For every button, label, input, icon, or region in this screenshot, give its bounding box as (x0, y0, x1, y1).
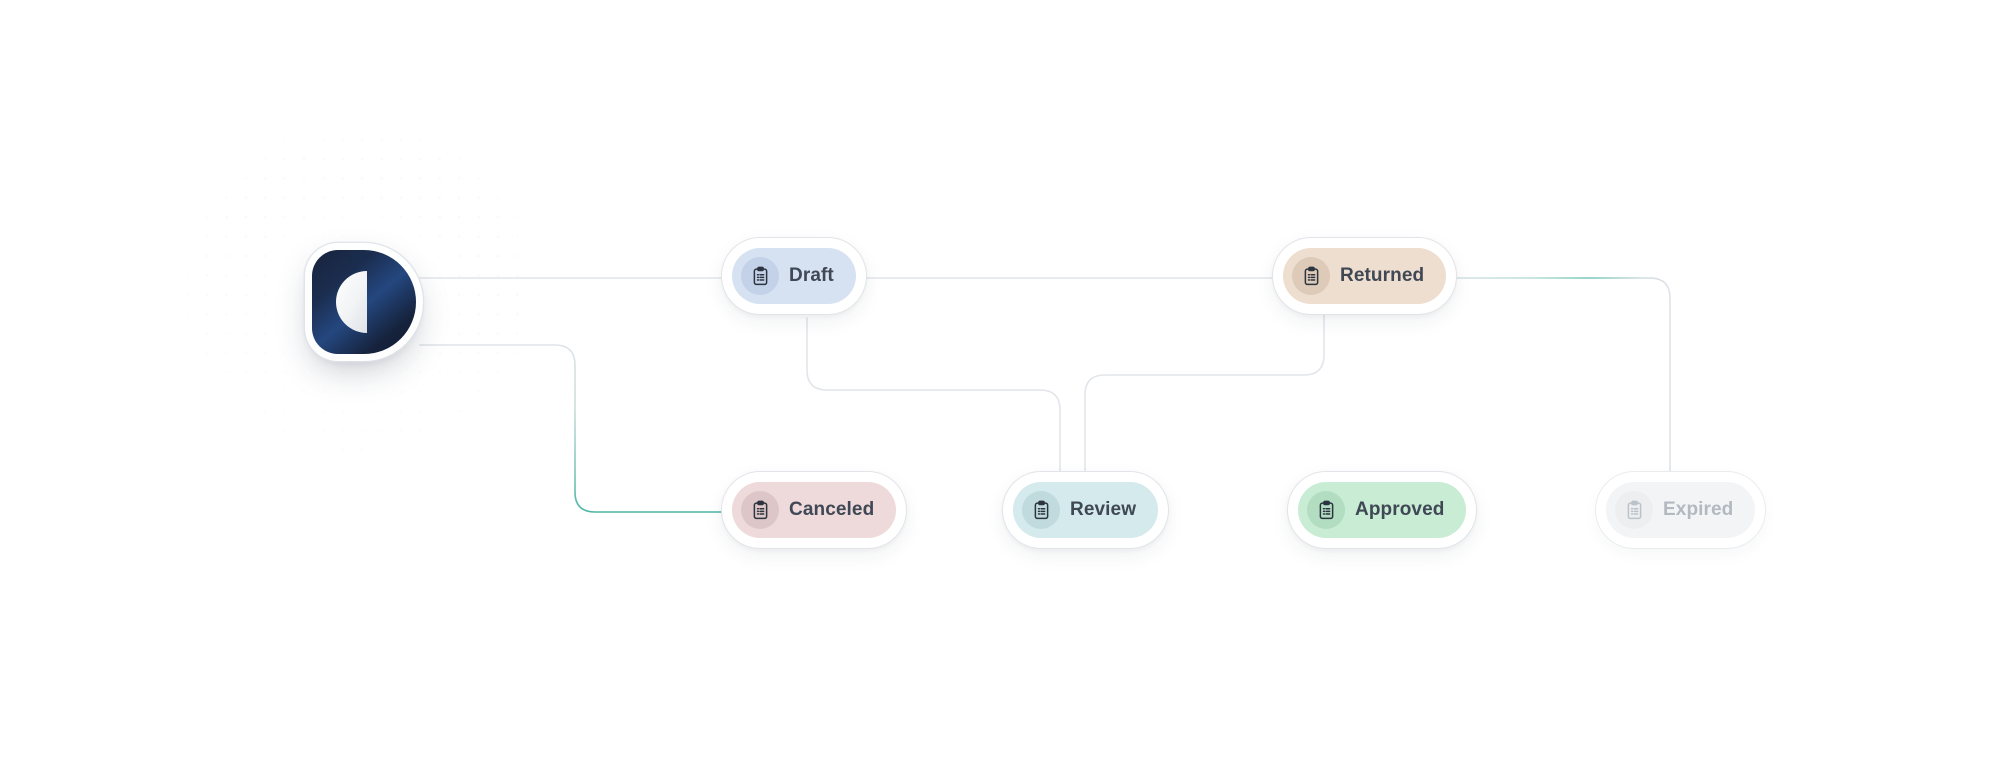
clipboard-icon (1292, 257, 1330, 295)
node-canceled-label: Canceled (789, 499, 875, 520)
edge-returned-expired (1433, 277, 1671, 483)
node-approved-body: Approved (1298, 482, 1467, 538)
clipboard-icon (1615, 491, 1653, 529)
node-review-label: Review (1070, 499, 1137, 520)
node-review-body: Review (1013, 482, 1159, 538)
node-approved-label: Approved (1355, 499, 1445, 520)
logo-crescent-shape (336, 271, 367, 333)
node-returned-body: Returned (1283, 248, 1447, 304)
node-returned[interactable]: Returned (1273, 238, 1457, 314)
node-review[interactable]: Review (1003, 472, 1169, 548)
node-approved[interactable]: Approved (1288, 472, 1477, 548)
node-expired-body: Expired (1606, 482, 1756, 538)
node-draft-body: Draft (732, 248, 856, 304)
node-expired-label: Expired (1663, 499, 1734, 520)
clipboard-icon (741, 257, 779, 295)
node-canceled[interactable]: Canceled (722, 472, 907, 548)
brand-logo (312, 250, 416, 354)
node-draft[interactable]: Draft (722, 238, 866, 314)
clipboard-icon (741, 491, 779, 529)
node-canceled-body: Canceled (732, 482, 897, 538)
edge-draft-review (806, 317, 1061, 479)
clipboard-icon (1022, 491, 1060, 529)
clipboard-icon (1307, 491, 1345, 529)
edge-logo-canceled (419, 344, 723, 513)
node-returned-label: Returned (1340, 265, 1425, 286)
node-draft-label: Draft (789, 265, 834, 286)
node-expired[interactable]: Expired (1596, 472, 1766, 548)
